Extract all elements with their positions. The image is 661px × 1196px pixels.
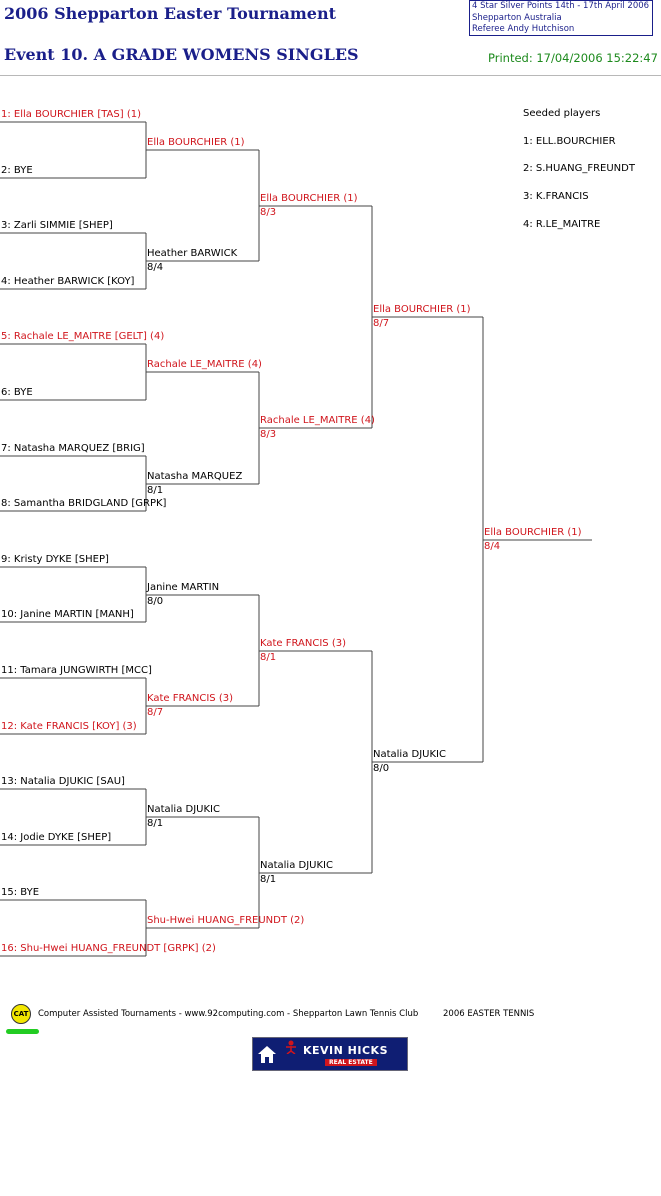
seeded-player-1: 1: ELL.BOURCHIER — [523, 136, 616, 147]
player-round4-1: Ella BOURCHIER (1) — [373, 304, 471, 315]
player-round1-11: 11: Tamara JUNGWIRTH [MCC] — [1, 665, 152, 676]
score-round3-3: 8/1 — [260, 652, 277, 663]
player-round3-2: Rachale LE_MAITRE (4) — [260, 415, 375, 426]
player-round1-12: 12: Kate FRANCIS [KOY] (3) — [1, 721, 137, 732]
player-round1-8: 8: Samantha BRIDGLAND [GRPK] — [1, 498, 167, 509]
seeded-player-4: 4: R.LE_MAITRE — [523, 219, 601, 230]
sponsor-name: KEVIN HICKS — [303, 1044, 388, 1057]
player-round1-15: 15: BYE — [1, 887, 40, 898]
sponsor-banner: KEVIN HICKS REAL ESTATE — [252, 1037, 408, 1071]
player-round3-4: Natalia DJUKIC — [260, 860, 333, 871]
figure-icon — [286, 1040, 296, 1054]
tournament-title: 2006 Shepparton Easter Tournament — [4, 4, 336, 23]
player-round2-5: Janine MARTIN — [147, 582, 220, 593]
score-round2-6: 8/7 — [147, 707, 164, 718]
player-round1-2: 2: BYE — [1, 165, 33, 176]
player-round4-2: Natalia DJUKIC — [373, 749, 446, 760]
score-round4-1: 8/7 — [373, 318, 390, 329]
seeded-player-3: 3: K.FRANCIS — [523, 191, 589, 202]
score-round4-2: 8/0 — [373, 763, 390, 774]
player-round1-5: 5: Rachale LE_MAITRE [GELT] (4) — [1, 331, 165, 342]
score-round3-4: 8/1 — [260, 874, 277, 885]
score-final-1: 8/4 — [484, 541, 501, 552]
score-round3-1: 8/3 — [260, 207, 277, 218]
player-round1-10: 10: Janine MARTIN [MANH] — [1, 609, 134, 620]
footer-credit: Computer Assisted Tournaments - www.92co… — [38, 1009, 419, 1019]
tournament-info-box: 4 Star Silver Points 14th - 17th April 2… — [469, 0, 653, 36]
printed-timestamp: Printed: 17/04/2006 15:22:47 — [488, 51, 658, 65]
info-line-referee: Referee Andy Hutchison — [472, 24, 575, 34]
player-round1-9: 9: Kristy DYKE [SHEP] — [1, 554, 109, 565]
player-round1-3: 3: Zarli SIMMIE [SHEP] — [1, 220, 113, 231]
player-round1-4: 4: Heather BARWICK [KOY] — [1, 276, 135, 287]
player-final-1: Ella BOURCHIER (1) — [484, 527, 582, 538]
score-round2-5: 8/0 — [147, 596, 164, 607]
player-round2-7: Natalia DJUKIC — [147, 804, 220, 815]
footer-event: 2006 EASTER TENNIS — [443, 1009, 535, 1019]
player-round2-2: Heather BARWICK — [147, 248, 238, 259]
player-round3-3: Kate FRANCIS (3) — [260, 638, 347, 649]
player-round1-1: 1: Ella BOURCHIER [TAS] (1) — [1, 109, 141, 120]
sponsor-subtitle: REAL ESTATE — [325, 1059, 377, 1066]
seeded-heading: Seeded players — [523, 108, 601, 119]
player-round2-4: Natasha MARQUEZ — [147, 471, 243, 482]
player-round2-1: Ella BOURCHIER (1) — [147, 137, 245, 148]
player-round2-3: Rachale LE_MAITRE (4) — [147, 359, 262, 370]
cat-logo-bar — [6, 1029, 39, 1034]
score-round2-2: 8/4 — [147, 262, 164, 273]
house-icon — [258, 1046, 276, 1063]
score-round2-4: 8/1 — [147, 485, 164, 496]
player-round1-7: 7: Natasha MARQUEZ [BRIG] — [1, 443, 145, 454]
player-round1-6: 6: BYE — [1, 387, 33, 398]
player-round1-13: 13: Natalia DJUKIC [SAU] — [1, 776, 125, 787]
cat-logo-icon: CAT — [11, 1004, 31, 1024]
player-round3-1: Ella BOURCHIER (1) — [260, 193, 358, 204]
score-round2-7: 8/1 — [147, 818, 164, 829]
player-round1-16: 16: Shu-Hwei HUANG_FREUNDT [GRPK] (2) — [1, 943, 216, 954]
event-title: Event 10. A GRADE WOMENS SINGLES — [4, 45, 359, 64]
info-line-location: Shepparton Australia — [472, 12, 562, 23]
score-round3-2: 8/3 — [260, 429, 277, 440]
player-round1-14: 14: Jodie DYKE [SHEP] — [1, 832, 112, 843]
header-divider — [0, 75, 661, 76]
player-round2-8: Shu-Hwei HUANG_FREUNDT (2) — [147, 915, 305, 926]
info-line-points: 4 Star Silver Points 14th - 17th April 2… — [472, 1, 650, 11]
seeded-player-2: 2: S.HUANG_FREUNDT — [523, 163, 635, 174]
player-round2-6: Kate FRANCIS (3) — [147, 693, 234, 704]
